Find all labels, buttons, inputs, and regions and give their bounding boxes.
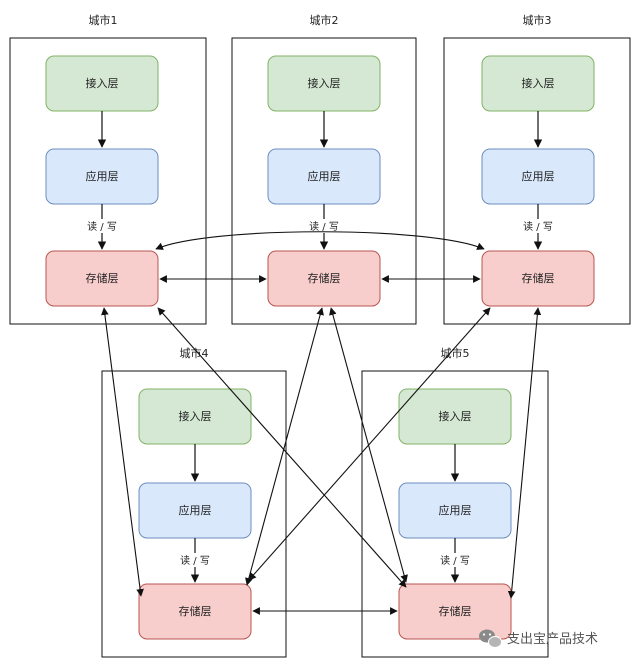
city-3-access-label: 接入层 <box>522 77 555 90</box>
city-2-access-label: 接入层 <box>308 77 341 90</box>
city-3-app-label: 应用层 <box>522 169 555 183</box>
wechat-icon <box>479 629 502 648</box>
city-5-access-label: 接入层 <box>439 410 472 423</box>
city-1-storage-layer <box>45 250 159 307</box>
city-3-storage-layer <box>481 250 595 307</box>
city-2-storage-label: 存储层 <box>308 271 341 285</box>
city-2-storage-layer <box>267 250 381 307</box>
city-5-rw-label: 读 / 写 <box>440 554 470 567</box>
city-1-label: 城市1 <box>89 13 118 27</box>
sync-arrow-city2-city4 <box>245 307 324 586</box>
city-3-rw-label: 读 / 写 <box>523 220 553 233</box>
city-4-rw-label: 读 / 写 <box>180 554 210 567</box>
sync-arrow-city3-city4 <box>248 307 491 581</box>
sync-arrow-city3-city5 <box>507 307 542 599</box>
city-4-access-label: 接入层 <box>179 410 212 423</box>
city-2-label: 城市2 <box>310 13 339 27</box>
city-5-app-label: 应用层 <box>439 503 472 517</box>
city-1-access-label: 接入层 <box>86 77 119 90</box>
city-1-app-label: 应用层 <box>86 169 119 183</box>
watermark: 支出宝产品技术 <box>479 629 598 648</box>
city-2-app-label: 应用层 <box>308 169 341 183</box>
city-5-storage-layer <box>398 583 512 640</box>
city-3-label: 城市3 <box>523 13 552 27</box>
city-4-storage-label: 存储层 <box>179 604 212 618</box>
city-1-rw-label: 读 / 写 <box>87 220 117 233</box>
sync-arrow-city1-city3 <box>155 231 485 250</box>
sync-arrow-city1-city4 <box>101 307 144 597</box>
city-4-app-label: 应用层 <box>179 503 212 517</box>
watermark-text: 支出宝产品技术 <box>507 632 598 647</box>
city-1-storage-label: 存储层 <box>86 271 119 285</box>
city-5-storage-label: 存储层 <box>439 604 472 618</box>
city-2-rw-label: 读 / 写 <box>309 220 339 233</box>
city-3-storage-label: 存储层 <box>522 271 555 285</box>
